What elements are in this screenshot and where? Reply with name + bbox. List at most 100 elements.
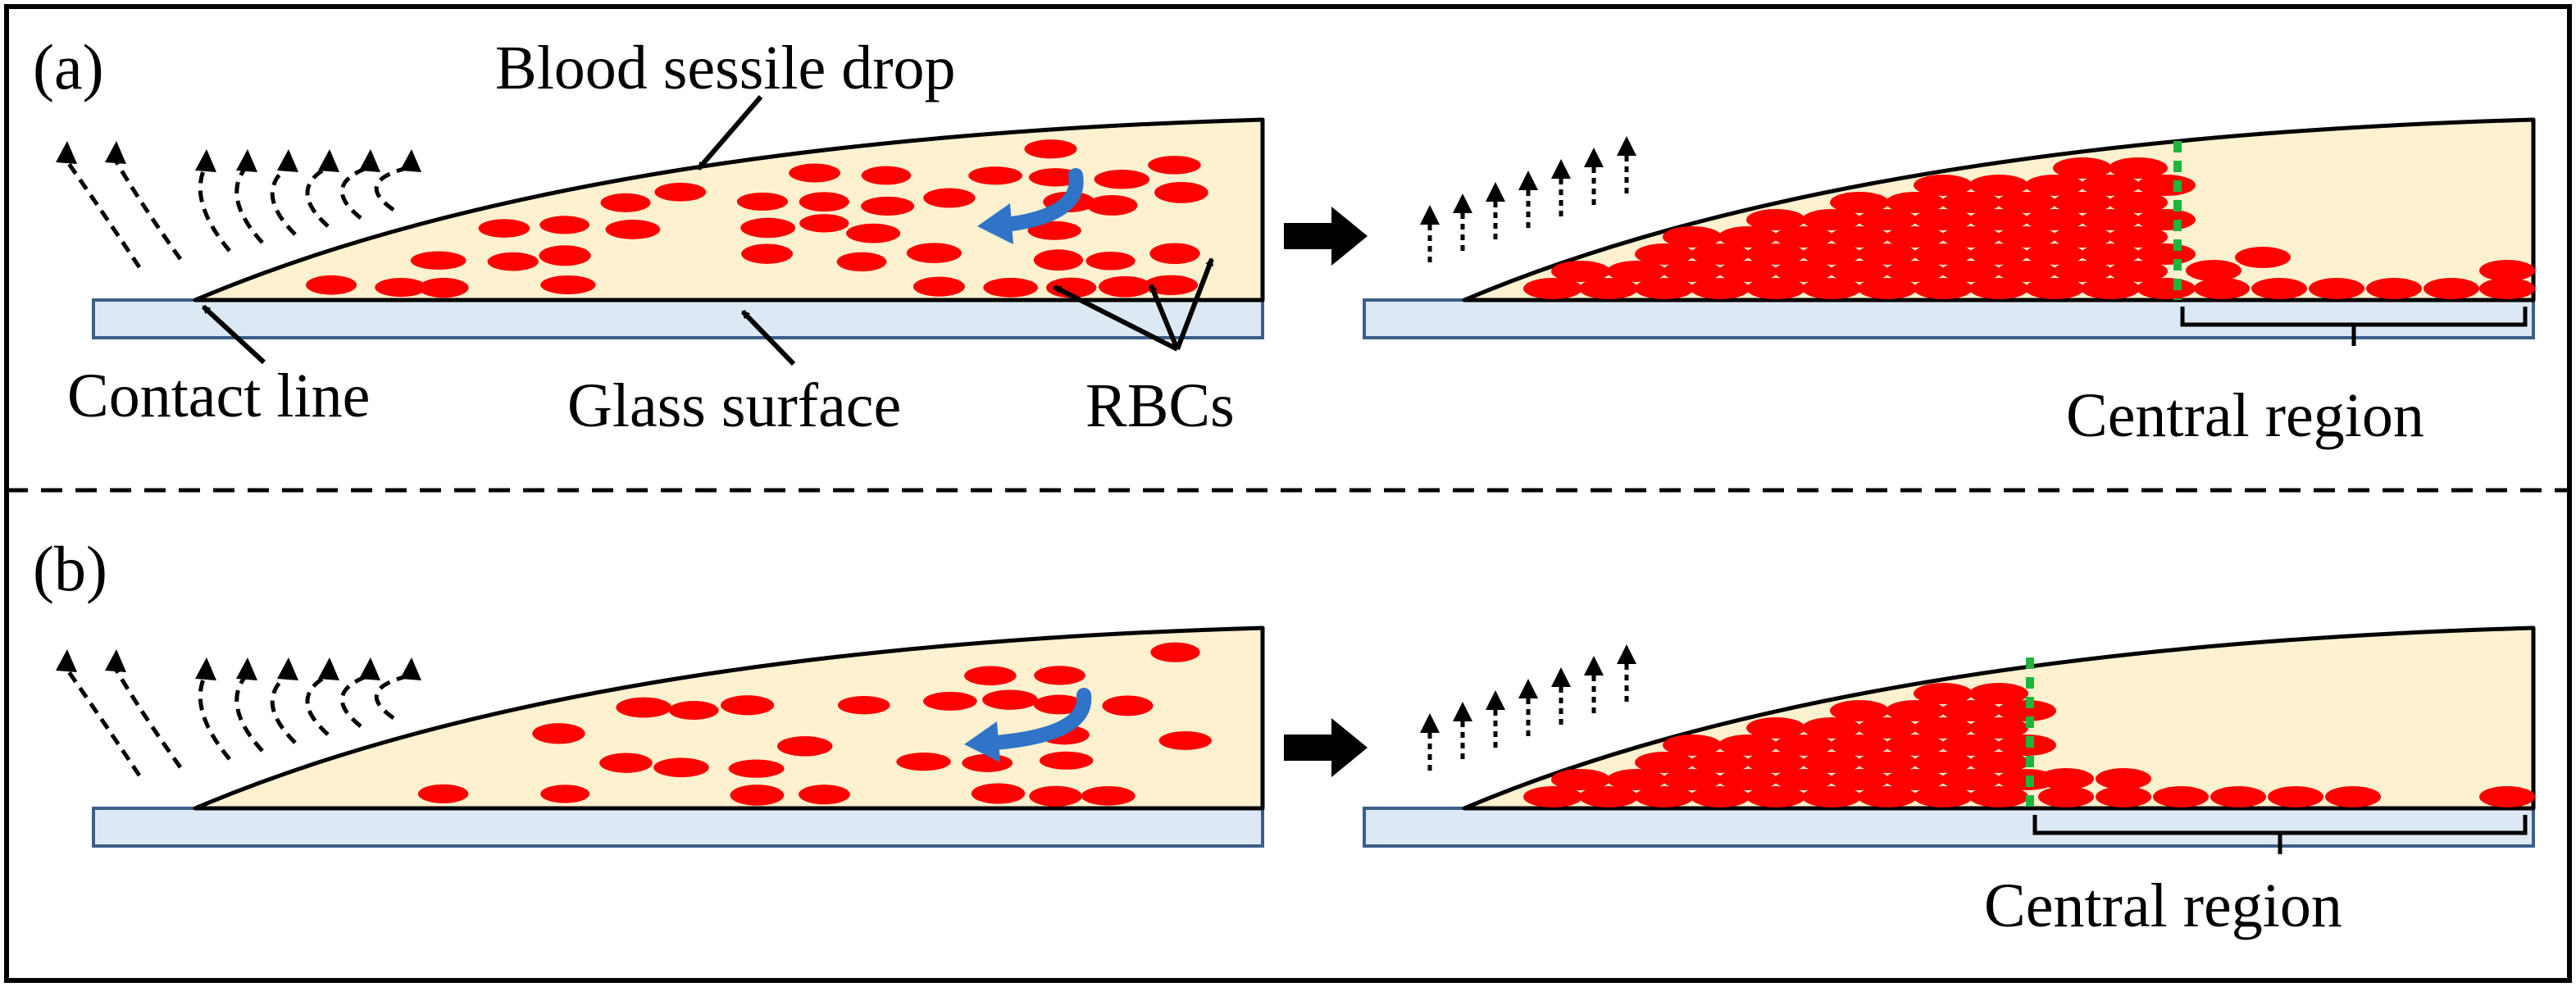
red-blood-cell	[668, 700, 719, 721]
red-blood-cell	[2479, 278, 2535, 299]
red-blood-cell	[1086, 194, 1138, 216]
red-blood-cell	[2109, 226, 2168, 248]
red-blood-cell	[1150, 642, 1200, 662]
red-blood-cell	[1746, 243, 1805, 265]
red-blood-cell	[1718, 735, 1777, 756]
red-blood-cell	[1027, 221, 1081, 240]
red-blood-cell	[1746, 717, 1805, 739]
red-blood-cell	[2479, 260, 2535, 281]
evaporation-arrow-head	[1486, 690, 1505, 710]
red-blood-cell	[1635, 278, 1694, 299]
red-blood-cell	[1830, 226, 1889, 248]
red-blood-cell	[728, 759, 785, 778]
red-blood-cell	[478, 219, 530, 238]
red-blood-cell	[1033, 249, 1084, 271]
rbc-cluster-left	[417, 642, 1212, 807]
red-blood-cell	[654, 182, 707, 202]
evaporation-arrow-head	[1551, 667, 1571, 687]
flow-arrow-head	[977, 203, 1013, 244]
red-blood-cell	[2153, 786, 2209, 807]
red-blood-cell	[736, 192, 789, 211]
red-blood-cell	[1094, 170, 1150, 189]
red-blood-cell	[2186, 260, 2241, 281]
red-blood-cell	[1149, 243, 1200, 265]
red-blood-cell	[896, 752, 951, 771]
glass-slide-right	[1363, 298, 2535, 339]
red-blood-cell	[968, 166, 1022, 185]
evaporation-arrow-head	[1518, 679, 1538, 698]
red-blood-cell	[2194, 278, 2250, 299]
red-blood-cell	[418, 277, 469, 298]
evaporation-arrow-head	[1584, 656, 1604, 675]
red-blood-cell	[913, 276, 965, 297]
red-blood-cell	[1830, 261, 1889, 282]
red-blood-cell	[2268, 786, 2323, 807]
red-blood-cell	[539, 245, 591, 266]
panel-a: (a) Blood sessile drop Contact line Glas…	[33, 31, 2536, 450]
red-blood-cell	[1830, 700, 1889, 721]
red-blood-cell	[1997, 226, 2056, 248]
red-blood-cell	[983, 277, 1038, 298]
rbcs-label: RBCs	[1085, 371, 1235, 440]
evaporation-arrows-right	[1420, 136, 1636, 262]
red-blood-cell	[1969, 752, 2028, 773]
red-blood-cell	[2025, 243, 2084, 265]
red-blood-cell	[653, 757, 709, 778]
red-blood-cell	[532, 723, 585, 744]
drop-left	[193, 117, 1265, 302]
evaporation-arrow-head	[236, 149, 257, 172]
rbc-pile-right	[1523, 157, 2535, 299]
red-blood-cell	[1914, 683, 1973, 704]
red-blood-cell	[1663, 261, 1722, 282]
red-blood-cell	[1802, 243, 1861, 265]
evaporation-arrow-head	[1518, 171, 1538, 190]
red-blood-cell	[1858, 243, 1917, 265]
red-blood-cell	[1663, 769, 1722, 790]
rbc-leader-3	[1175, 257, 1214, 351]
red-blood-cell	[2251, 278, 2307, 299]
evaporation-arrow-head	[359, 149, 380, 172]
evaporation-arrow-head	[1617, 644, 1636, 664]
red-blood-cell	[1830, 769, 1889, 790]
red-blood-cell	[2081, 175, 2140, 196]
red-blood-cell	[1830, 735, 1889, 756]
red-blood-cell	[306, 275, 357, 295]
red-blood-cell	[1663, 735, 1722, 756]
rbc-leader-1	[1053, 284, 1179, 352]
red-blood-cell	[1158, 731, 1212, 750]
red-blood-cell	[861, 166, 912, 185]
red-blood-cell	[1551, 261, 1610, 282]
central-region-bracket	[2180, 307, 2528, 346]
rbc-leader-2	[1149, 284, 1180, 351]
transition-arrow	[1284, 718, 1368, 777]
evaporation-arrow-head	[105, 649, 126, 672]
red-blood-cell	[1607, 769, 1666, 790]
glass-slide-right	[1363, 807, 2535, 848]
red-blood-cell	[1886, 261, 1945, 282]
evaporation-arrow-head	[56, 649, 77, 672]
red-blood-cell	[600, 193, 651, 212]
red-blood-cell	[1830, 192, 1889, 213]
red-blood-cell	[1914, 175, 1973, 196]
red-blood-cell	[1691, 278, 1750, 299]
red-blood-cell	[1886, 769, 1945, 790]
red-blood-cell	[487, 252, 539, 271]
contact-line-label: Contact line	[67, 362, 370, 430]
evaporation-arrow	[198, 166, 231, 252]
evaporation-arrow-head	[195, 149, 216, 172]
red-blood-cell	[1746, 786, 1805, 807]
evaporation-arrow	[305, 165, 330, 228]
evaporation-arrow-head	[1551, 159, 1571, 179]
red-blood-cell	[1523, 278, 1582, 299]
red-blood-cell	[1746, 209, 1805, 230]
red-blood-cell	[1969, 278, 2028, 299]
red-blood-cell	[799, 785, 850, 805]
red-blood-cell	[2424, 278, 2479, 299]
red-blood-cell	[1858, 209, 1917, 230]
red-blood-cell	[1941, 261, 2000, 282]
evaporation-arrow	[270, 674, 297, 744]
red-blood-cell	[906, 243, 962, 263]
red-blood-cell	[1886, 735, 1945, 756]
